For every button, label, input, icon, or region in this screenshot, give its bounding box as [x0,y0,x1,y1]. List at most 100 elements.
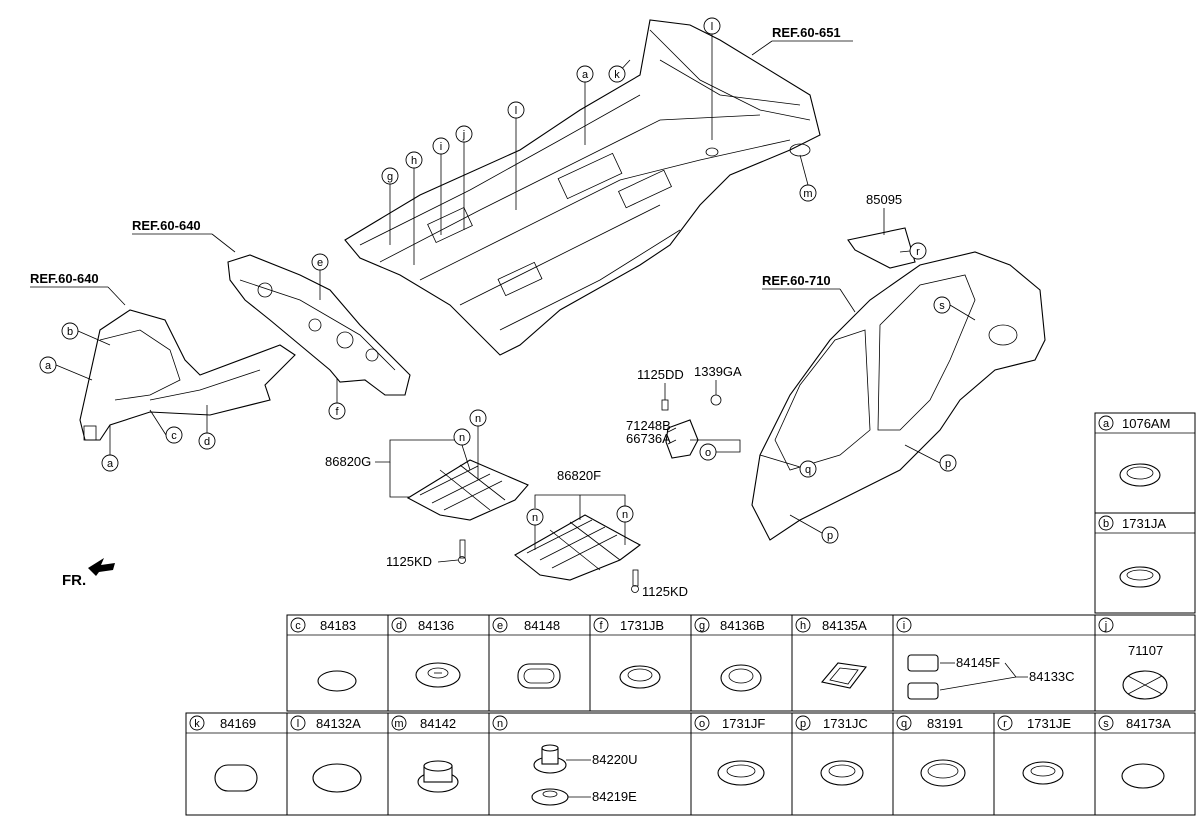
svg-text:84169: 84169 [220,716,256,731]
svg-text:REF.60-640: REF.60-640 [30,271,99,286]
legend-cell-k[interactable]: k 84169 [185,712,288,816]
svg-text:1731JA: 1731JA [1122,516,1166,531]
svg-text:n: n [459,432,465,444]
under-cover-86820F [514,514,642,581]
under-cover-86820G [406,459,529,521]
legend-cell-i[interactable]: i 84145F 84133C [892,614,1096,712]
svg-text:a: a [45,360,52,372]
svg-text:86820G: 86820G [325,454,371,469]
bolt-1125DD-icon [661,399,669,411]
legend-cell-l[interactable]: l 84132A [286,712,389,816]
svg-text:h: h [411,155,417,167]
svg-text:e: e [497,620,503,632]
legend-cell-g[interactable]: g 84136B [690,614,793,712]
svg-text:m: m [394,718,403,730]
grommet-icon [619,665,661,689]
svg-text:r: r [1003,718,1007,730]
svg-text:84148: 84148 [524,618,560,633]
ref-label-60-651[interactable]: REF.60-651 [751,25,853,56]
svg-text:a: a [107,458,114,470]
plug-icon [720,664,762,692]
bracket-71248B [665,419,699,459]
legend-cell-n[interactable]: n 84220U 84219E [488,712,692,816]
svg-text:1125DD: 1125DD [637,367,684,382]
callout-86820F[interactable]: 86820F [534,468,626,520]
svg-text:h: h [800,620,806,632]
callout-86820G[interactable]: 86820G [325,439,470,498]
svg-text:84142: 84142 [420,716,456,731]
svg-text:q: q [805,464,811,476]
svg-text:g: g [387,171,393,183]
svg-text:86820F: 86820F [557,468,601,483]
callout-circle-a-left: a [39,356,93,381]
grommet-icon [920,759,966,787]
callout-71248B[interactable]: 71248B [626,418,677,433]
bolt-1125KD-b-icon [631,569,639,593]
plug-icon [820,662,868,689]
svg-text:b: b [1103,518,1109,530]
svg-text:84133C: 84133C [1029,669,1075,684]
legend-cell-e[interactable]: e 84148 [488,614,591,712]
callout-circle-a-top: a [576,65,594,145]
svg-text:o: o [699,718,705,730]
legend-cell-r[interactable]: r 1731JE [993,712,1096,816]
svg-text:a: a [1103,418,1110,430]
callout-circle-s: s [933,296,976,321]
svg-text:1076AM: 1076AM [1122,416,1170,431]
svg-text:b: b [67,326,73,338]
grommet-icon [1119,463,1161,487]
grommet-icon [1022,761,1064,785]
callout-circle-q: q [759,454,817,478]
callout-circle-h: h [405,151,423,265]
parts-legend: a 1076AM b 1731JA c 84183 d 84136 [185,412,1196,816]
ref-label-60-710[interactable]: REF.60-710 [762,273,856,313]
callout-circle-p-right: p [904,444,957,472]
svg-text:f: f [335,406,339,418]
patch-icon [1122,670,1168,700]
callout-circle-l-mid: l [507,101,525,210]
legend-cell-s[interactable]: s 84173A [1094,712,1196,816]
legend-cell-d[interactable]: d 84136 [387,614,490,712]
legend-cell-a[interactable]: a 1076AM [1094,412,1196,514]
svg-text:l: l [297,718,299,730]
svg-text:1731JE: 1731JE [1027,716,1071,731]
callout-1125KD-b[interactable]: 1125KD [642,584,688,599]
callout-circle-n-1: n [469,409,487,480]
legend-cell-p[interactable]: p 1731JC [791,712,894,816]
callout-circle-k: k [608,59,631,83]
callout-circle-i: i [432,137,450,235]
svg-text:1731JB: 1731JB [620,618,664,633]
legend-cell-j[interactable]: j 71107 [1094,614,1196,712]
ref-label-60-640-dash[interactable]: REF.60-640 [132,218,236,253]
svg-text:s: s [939,300,945,312]
legend-cell-b[interactable]: b 1731JA [1094,512,1196,614]
svg-text:71107: 71107 [1128,643,1163,658]
callout-circle-l-top: l [703,17,721,140]
callout-66736A[interactable]: 66736A [626,431,677,446]
legend-cell-h[interactable]: h 84135A [791,614,894,712]
svg-text:1125KD: 1125KD [642,584,688,599]
legend-cell-c[interactable]: c 84183 [286,614,389,712]
svg-text:l: l [711,21,713,33]
callout-85095[interactable]: 85095 [866,192,902,235]
svg-text:s: s [1103,718,1109,730]
legend-cell-m[interactable]: m 84142 [387,712,490,816]
callout-1339GA[interactable]: 1339GA [694,364,742,395]
legend-cell-f[interactable]: f 1731JB [589,614,692,712]
callout-circle-n-2: n [453,428,471,471]
ref-label-60-640-apron[interactable]: REF.60-640 [30,271,126,306]
svg-text:1731JC: 1731JC [823,716,868,731]
plug-icon [1121,763,1165,789]
callout-circle-a-bottom: a [101,425,119,472]
svg-text:84183: 84183 [320,618,356,633]
svg-text:i: i [903,620,905,632]
plug-icon [214,764,258,792]
legend-cell-o[interactable]: o 1731JF [690,712,793,816]
callout-circle-e: e [311,253,329,300]
legend-cell-q[interactable]: q 83191 [892,712,995,816]
callout-1125KD-a[interactable]: 1125KD [386,554,459,569]
svg-text:q: q [901,718,907,730]
svg-text:m: m [803,188,812,200]
callout-1125DD[interactable]: 1125DD [637,367,684,400]
nut-1339GA-icon [710,394,722,406]
